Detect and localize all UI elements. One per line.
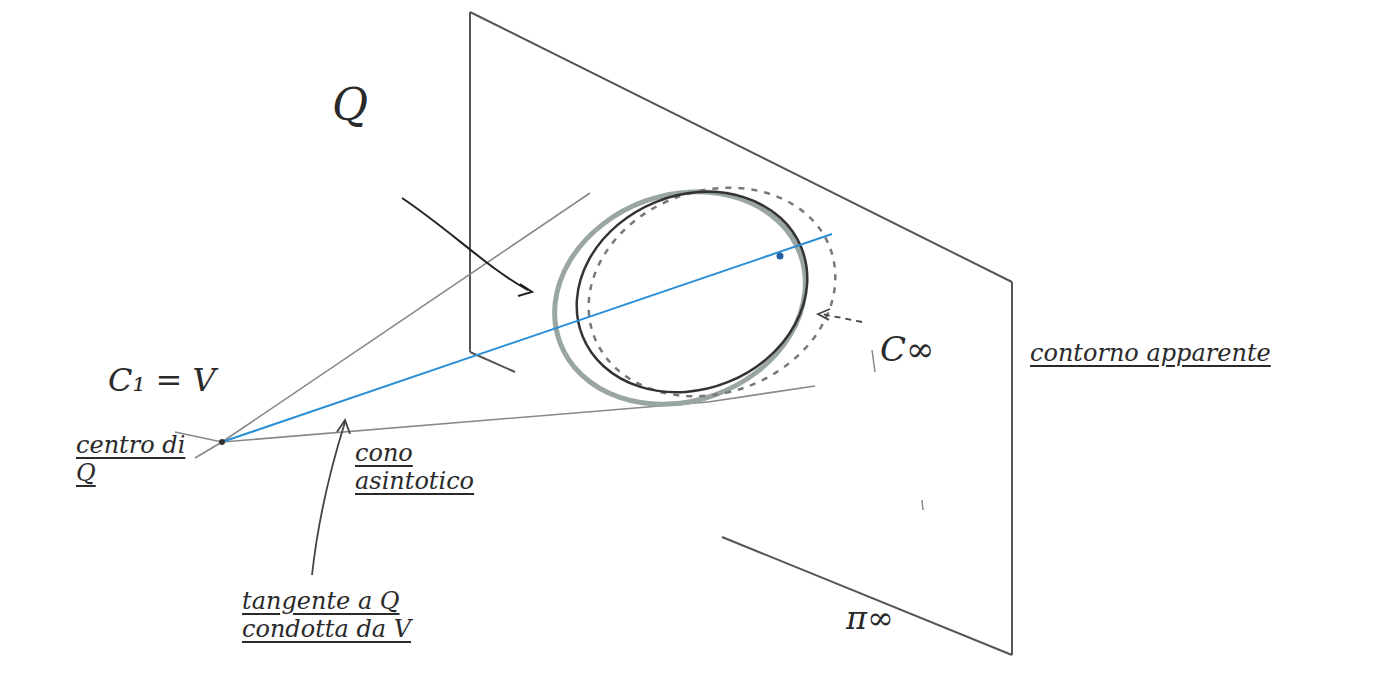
center-dot xyxy=(777,253,784,260)
plane-edge xyxy=(469,12,471,352)
quadric-outline xyxy=(524,157,835,438)
quadric-front xyxy=(546,158,837,426)
leader-arrowhead xyxy=(518,284,532,296)
cone-generator xyxy=(222,402,708,442)
vertex-dot xyxy=(219,439,225,445)
quadric-shape xyxy=(524,154,864,439)
plane-outline xyxy=(470,12,1012,655)
plane-mark xyxy=(922,500,923,510)
quadric-label: Q xyxy=(332,80,368,131)
cone-lines xyxy=(175,193,815,458)
contour-note: contorno apparente xyxy=(1030,340,1271,368)
plane-label: π∞ xyxy=(846,600,894,637)
leader-line xyxy=(402,198,528,290)
plane-edge xyxy=(1011,282,1013,655)
axis-line xyxy=(222,234,832,442)
leader-arrowhead xyxy=(337,420,350,434)
vertex-label: C₁ = V xyxy=(108,362,216,399)
plane-mark xyxy=(872,350,875,372)
leader-line xyxy=(312,422,345,575)
cone-note: cono asintotico xyxy=(355,440,525,495)
plane-edge xyxy=(470,12,1012,282)
center-note: centro di Q xyxy=(76,432,196,487)
vertex-tick xyxy=(195,442,222,458)
plane-edge xyxy=(722,537,1012,655)
tangent-note: tangente a Q condotta da V xyxy=(242,588,472,643)
leader-arrowhead xyxy=(818,309,830,320)
leader-line xyxy=(822,314,862,322)
conic-label: C∞ xyxy=(880,330,934,369)
cone-generator xyxy=(222,193,590,442)
